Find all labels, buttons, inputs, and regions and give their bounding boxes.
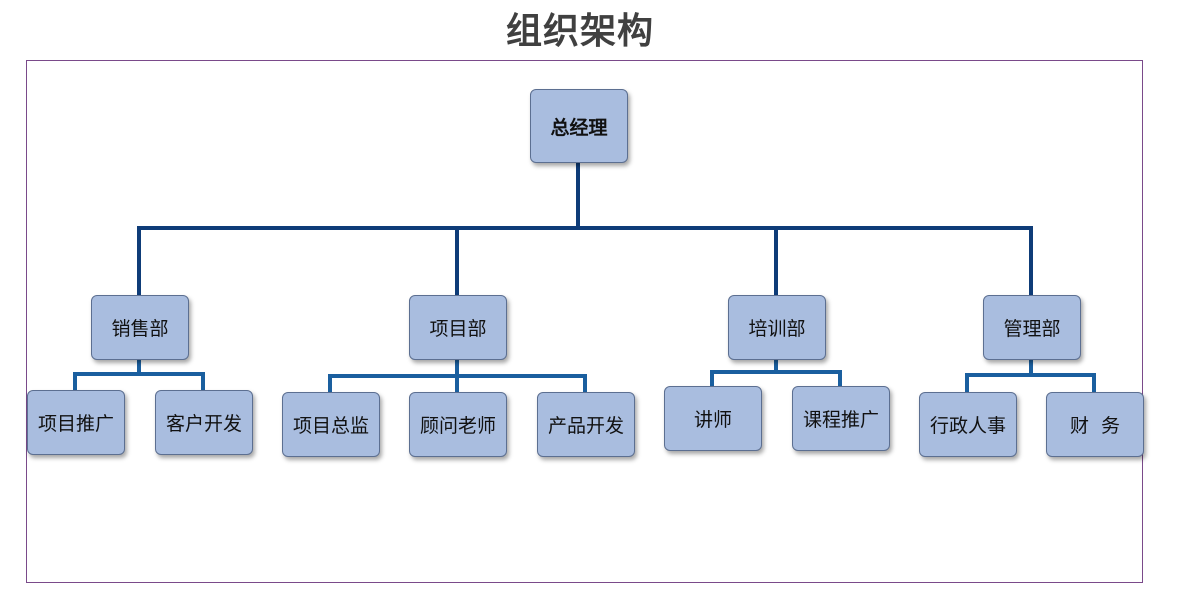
node-sub-project-promotion: 项目推广 bbox=[27, 390, 125, 455]
node-dept-training: 培训部 bbox=[728, 295, 826, 360]
node-sub-admin-hr: 行政人事 bbox=[919, 392, 1017, 457]
node-dept-project: 项目部 bbox=[409, 295, 507, 360]
diagram-frame bbox=[26, 60, 1143, 583]
node-sub-finance: 财 务 bbox=[1046, 392, 1144, 457]
node-dept-admin: 管理部 bbox=[983, 295, 1081, 360]
node-sub-course-promotion: 课程推广 bbox=[792, 386, 890, 451]
node-sub-product-development: 产品开发 bbox=[537, 392, 635, 457]
node-sub-client-development: 客户开发 bbox=[155, 390, 253, 455]
node-sub-lecturer: 讲师 bbox=[664, 386, 762, 451]
chart-title: 组织架构 bbox=[505, 11, 654, 52]
node-sub-consultant: 顾问老师 bbox=[409, 392, 507, 457]
node-general-manager: 总经理 bbox=[530, 89, 628, 163]
node-dept-sales: 销售部 bbox=[91, 295, 189, 360]
node-sub-project-director: 项目总监 bbox=[282, 392, 380, 457]
